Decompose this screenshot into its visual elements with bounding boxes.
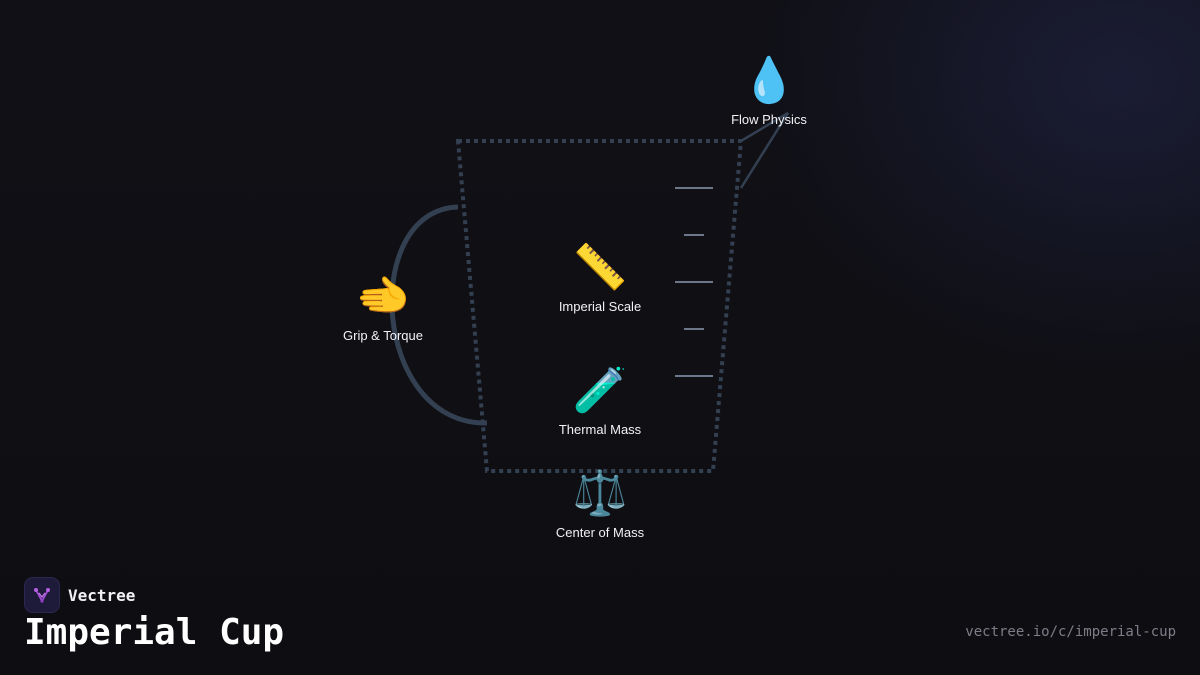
page-title: Imperial Cup [24, 612, 285, 653]
water-drop-icon: 💧 [741, 55, 797, 106]
balance-scale-icon: ⚖️ [572, 468, 628, 519]
node-grip-torque: 🫲 Grip & Torque [343, 271, 423, 344]
node-thermal-mass: 🧪 Thermal Mass [558, 365, 642, 438]
node-flow-physics: 💧 Flow Physics [731, 55, 807, 128]
node-center-of-mass: ⚖️ Center of Mass [555, 468, 645, 541]
node-imperial-scale: 📏 Imperial Scale [558, 242, 642, 315]
vectree-logo-icon [24, 577, 60, 613]
ruler-icon: 📏 [572, 242, 628, 293]
cup-spout [739, 111, 790, 189]
node-label: Imperial Scale [558, 299, 642, 314]
hand-icon: 🫲 [355, 271, 411, 322]
brand: Vectree [24, 577, 135, 613]
node-label: Center of Mass [555, 525, 645, 540]
node-label: Grip & Torque [343, 328, 423, 343]
test-tube-icon: 🧪 [572, 365, 628, 416]
cup-handle [389, 204, 488, 426]
page-url[interactable]: vectree.io/c/imperial-cup [965, 624, 1176, 640]
node-label: Thermal Mass [558, 422, 642, 437]
node-label: Flow Physics [731, 112, 807, 127]
brand-name: Vectree [68, 585, 136, 605]
